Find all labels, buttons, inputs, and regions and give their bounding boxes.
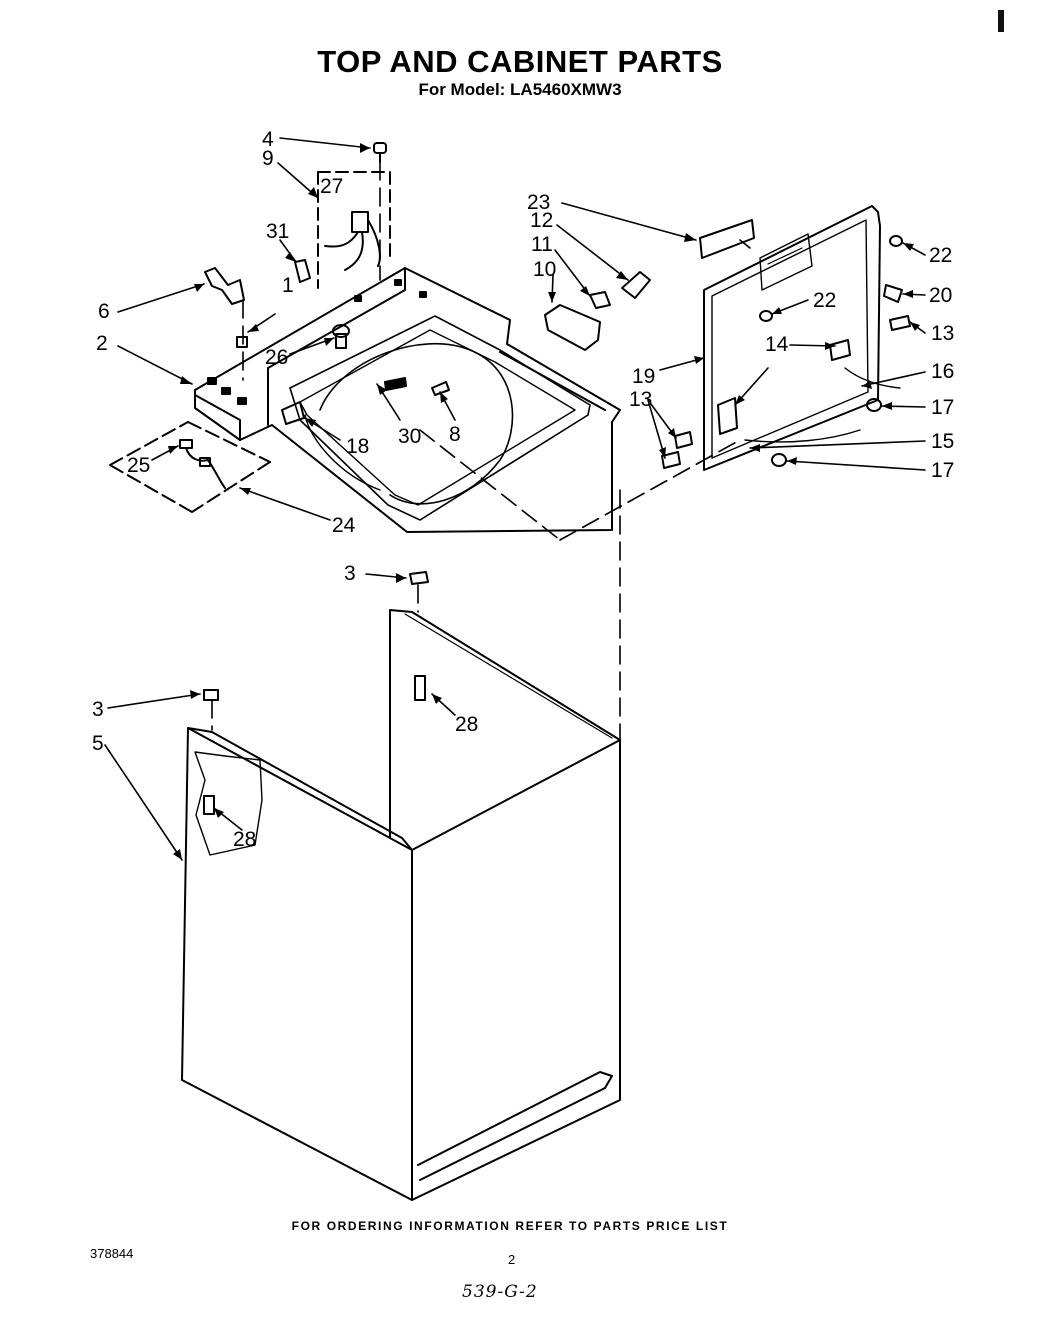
callout-14: 14	[765, 333, 789, 356]
leader-lines	[104, 137, 926, 861]
console-fasteners	[661, 235, 911, 469]
part-30-rod	[384, 377, 407, 391]
callout-9: 9	[262, 147, 274, 170]
callout-24: 24	[332, 514, 356, 537]
callout-11: 11	[531, 233, 553, 256]
part-4-screw	[373, 142, 387, 163]
part-8-screw	[431, 381, 450, 396]
callout-18: 18	[346, 435, 369, 458]
alignment-lines	[211, 161, 751, 741]
callout-13: 13	[629, 388, 652, 411]
callout-23: 23	[527, 191, 550, 214]
callout-31: 31	[266, 220, 289, 243]
part-26-plug	[332, 324, 350, 349]
page-number: 2	[508, 1252, 516, 1267]
callout-4: 4	[262, 128, 274, 151]
callout-28: 28	[455, 713, 478, 736]
callout-17: 17	[931, 396, 954, 419]
part-18-switch	[281, 401, 305, 425]
callout-labels: 1 2 3 3 4 5 6 8 9 10 11 12 13 13 14 15 1…	[92, 128, 954, 851]
callout-25: 25	[127, 454, 150, 477]
part-6-hinge	[204, 267, 245, 305]
callout-27: 27	[320, 175, 343, 198]
callout-6: 6	[98, 300, 110, 323]
callout-30: 30	[398, 425, 421, 448]
callout-10: 10	[533, 258, 556, 281]
document-number: 378844	[90, 1246, 134, 1261]
callout-19: 19	[632, 365, 655, 388]
page-title: TOP AND CABINET PARTS	[317, 44, 723, 79]
callout-5: 5	[92, 732, 104, 755]
part-1-nut	[236, 336, 248, 348]
callout-2: 2	[96, 332, 108, 355]
corner-registration-mark	[998, 10, 1004, 32]
part-25-24-lid-switch-box	[109, 421, 271, 513]
model-subtitle: For Model: LA5460XMW3	[418, 80, 622, 99]
callout-1: 1	[282, 274, 294, 297]
callout-8: 8	[449, 423, 461, 446]
callout-16: 16	[931, 360, 954, 383]
callout-20: 20	[929, 284, 952, 307]
ordering-note: FOR ORDERING INFORMATION REFER TO PARTS …	[291, 1219, 729, 1233]
cabinet	[181, 609, 621, 1201]
callout-17: 17	[931, 459, 954, 482]
callout-3: 3	[92, 698, 104, 721]
cabinet-fasteners	[203, 571, 429, 815]
callout-28: 28	[233, 828, 256, 851]
handwritten-code: 539-G-2	[462, 1282, 538, 1302]
callout-22: 22	[813, 289, 836, 312]
part-10-11-12-bracket	[544, 271, 651, 351]
callout-13: 13	[931, 322, 954, 345]
callout-3: 3	[344, 562, 356, 585]
part-31-clip	[294, 259, 311, 283]
console-panel	[699, 205, 901, 471]
callout-15: 15	[931, 430, 954, 453]
part-27-harness-box	[317, 171, 391, 289]
callout-12: 12	[530, 209, 553, 232]
callout-22: 22	[929, 244, 952, 267]
leader-arrowheads	[168, 143, 920, 860]
callout-26: 26	[265, 346, 288, 369]
washer-top-assembly	[194, 267, 621, 533]
